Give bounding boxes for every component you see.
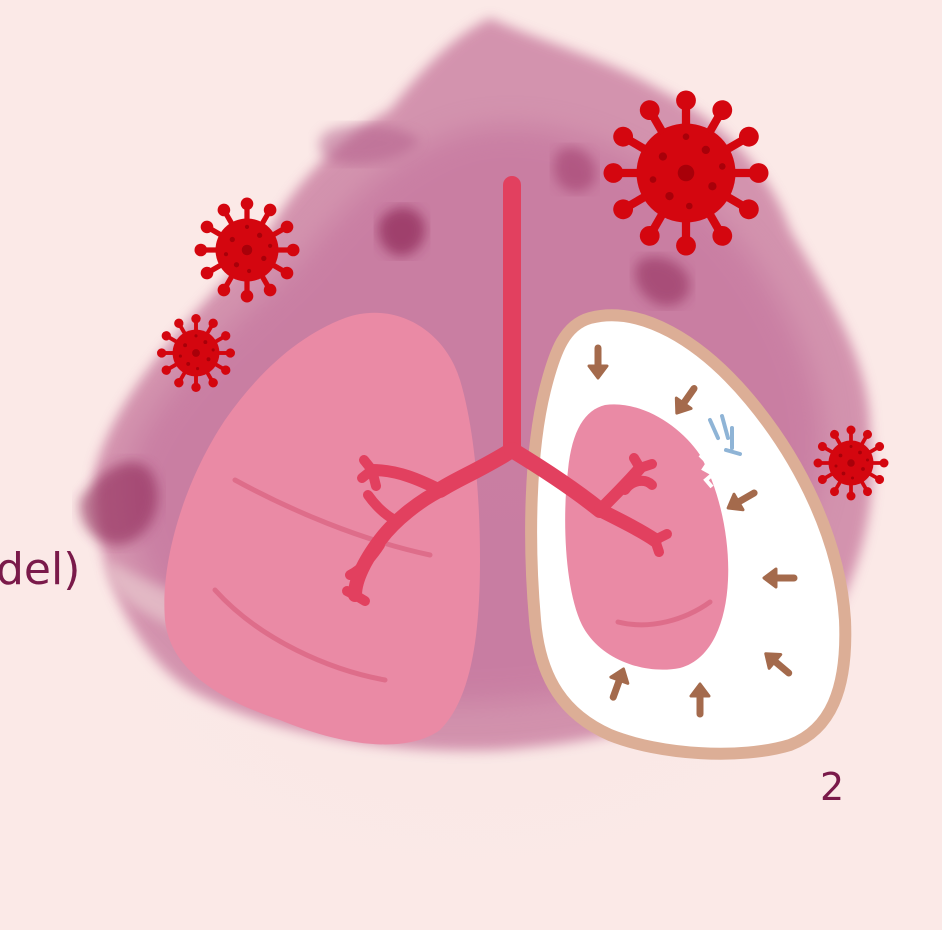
- page-number: 2: [820, 768, 844, 806]
- title-fragment: del): [0, 548, 80, 592]
